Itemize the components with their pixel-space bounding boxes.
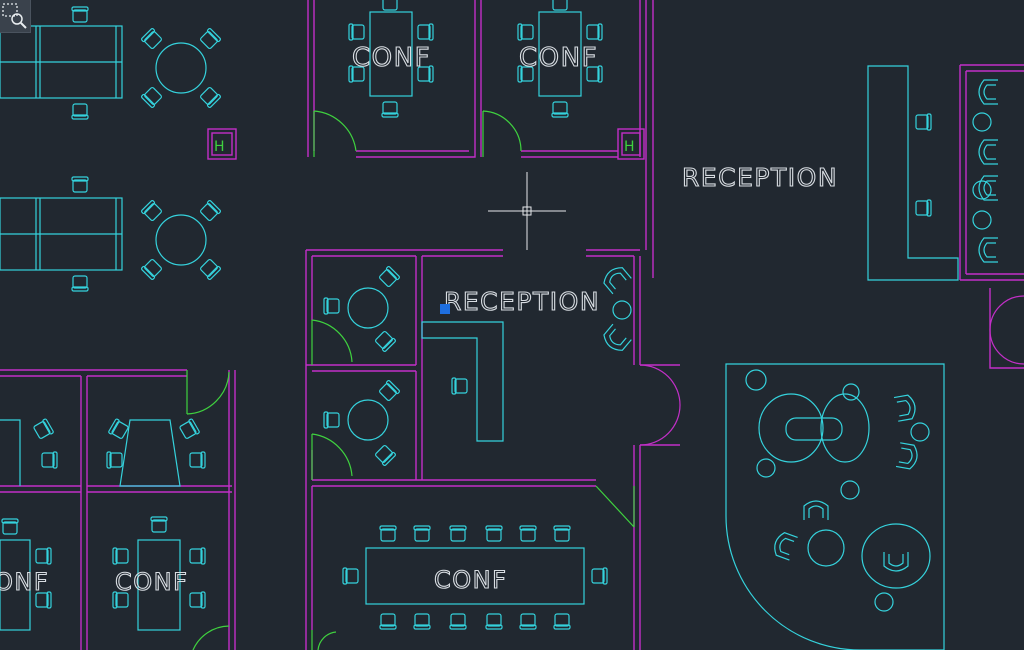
room-label-conf: ONF [0, 568, 49, 596]
stair-marker: H [624, 139, 635, 155]
room-label-reception: RECEPTION [682, 163, 838, 192]
room-label-conf: CONF [519, 43, 598, 73]
stair-marker: H [214, 139, 225, 155]
zoom-window-button[interactable] [0, 0, 31, 33]
doors-layer [186, 110, 635, 650]
room-label-conf: CONF [352, 43, 431, 73]
selection-grip[interactable] [440, 304, 450, 314]
room-labels: CONF CONF RECEPTION RECEPTION CONF CONF … [0, 42, 838, 596]
crosshair-cursor [488, 172, 566, 250]
room-label-conf: CONF [115, 568, 188, 596]
double-door [639, 295, 1024, 446]
room-label-conf: CONF [434, 566, 507, 594]
zoom-window-icon [2, 3, 27, 29]
furniture-layer [0, 0, 999, 650]
room-label-reception: RECEPTION [444, 287, 600, 316]
